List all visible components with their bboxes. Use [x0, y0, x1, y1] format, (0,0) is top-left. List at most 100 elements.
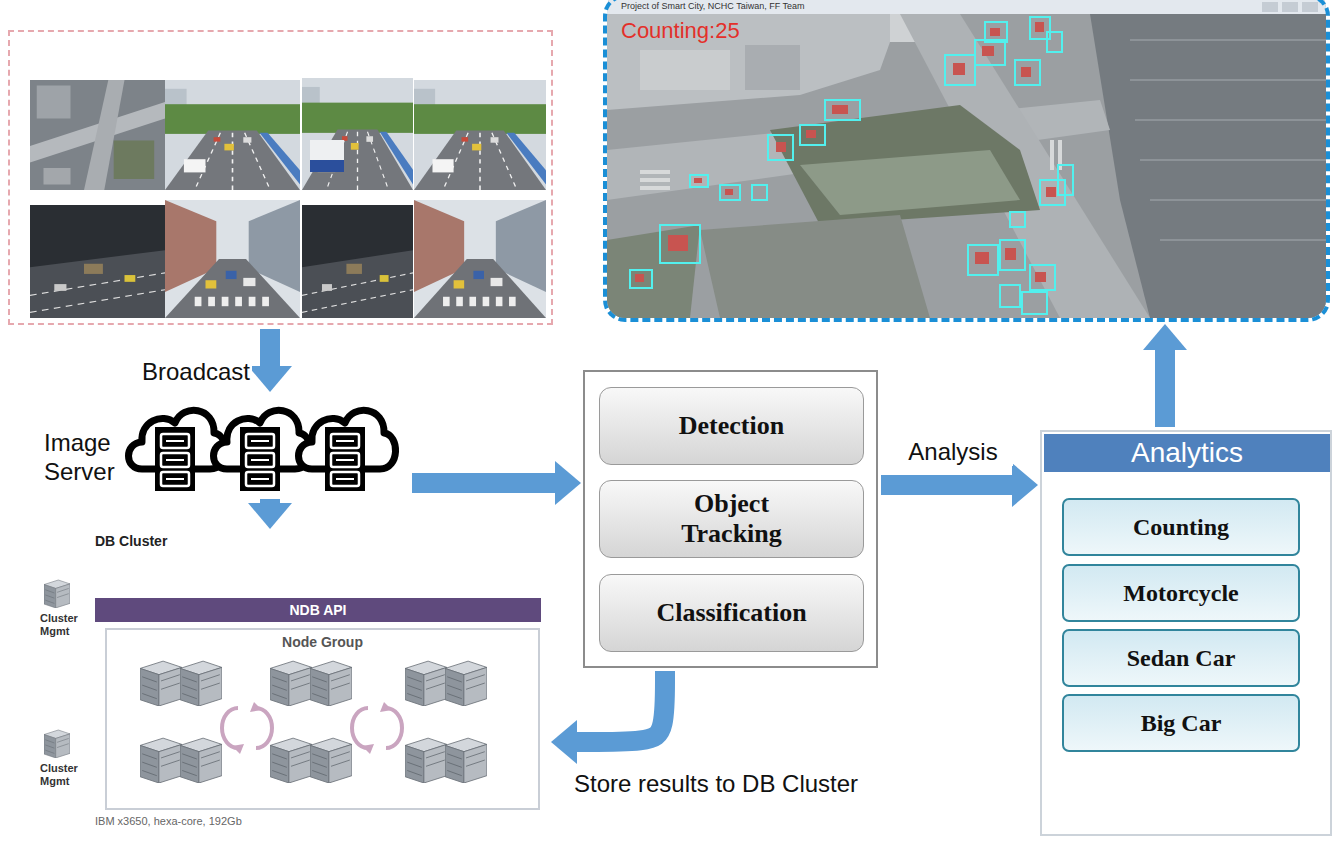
block-arrow: [881, 475, 1013, 495]
camera-thumbnails: [30, 78, 546, 318]
result-photo: [607, 0, 1326, 14]
db-servers: [140, 738, 182, 783]
db-servers: [445, 738, 487, 783]
block-arrow: [260, 329, 280, 367]
result-photo: [1130, 39, 1326, 41]
result-photo: [635, 274, 644, 282]
result-photo: [640, 140, 1062, 190]
cluster-title: DB Cluster: [95, 533, 167, 549]
result-photo: [975, 40, 1005, 65]
sync-arrows: [256, 708, 272, 748]
camera-thumbnails: [302, 205, 413, 318]
db-servers: [44, 730, 70, 758]
server-label: Image Server: [44, 429, 126, 487]
step-label: Detection: [679, 411, 784, 441]
db-servers: [270, 738, 312, 783]
result-photo: [1130, 79, 1326, 81]
block-arrow: [412, 473, 556, 493]
result-photo: [1000, 285, 1020, 307]
db-servers: [445, 661, 487, 706]
result-photo: [1046, 187, 1056, 197]
result-photo: [1040, 180, 1065, 205]
edge-label: Analysis: [893, 438, 1013, 466]
result-photo: [720, 185, 740, 200]
mgmt-label: Cluster Mgmt: [40, 762, 92, 787]
sync-arrowheads: [362, 744, 374, 754]
result-photo: [770, 105, 1040, 225]
window-title: Project of Smart City, NCHC Taiwan, FF T…: [621, 1, 805, 11]
result-screen: Project of Smart City, NCHC Taiwan, FF T…: [603, 0, 1330, 322]
sync-arrows: [222, 708, 238, 748]
cloud-servers: [299, 410, 396, 491]
result-photo: [1058, 165, 1073, 195]
result-photo: [1282, 2, 1298, 12]
metric-box: Motorcycle: [1062, 564, 1300, 622]
result-photo: [752, 185, 767, 200]
db-servers: [180, 738, 222, 783]
metric-box: Counting: [1062, 498, 1300, 556]
process-step: Object Tracking: [599, 480, 864, 558]
connectors: [270, 329, 1165, 742]
db-servers: [310, 738, 352, 783]
result-photo: [1030, 265, 1055, 290]
result-photo: [1135, 119, 1326, 121]
result-photo: [975, 252, 989, 264]
edge-label: Broadcast: [40, 358, 252, 386]
result-photo: [768, 135, 793, 160]
result-photo: [982, 46, 994, 56]
analytics-panel: AnalyticsCountingMotorcycleSedan CarBig …: [1040, 430, 1332, 836]
result-photo: [825, 100, 860, 120]
result-photo: [953, 63, 965, 75]
process-step: Detection: [599, 387, 864, 465]
db-cluster: DB ClusterCluster MgmtCluster MgmtIBM x3…: [40, 530, 548, 835]
result-photo: [1130, 40, 1326, 240]
camera-panel: [8, 30, 553, 325]
result-photo: [725, 189, 733, 195]
result-photo: [1010, 212, 1025, 227]
hardware-note: IBM x3650, hexa-core, 192Gb: [95, 815, 242, 827]
result-photo: [630, 270, 652, 288]
result-photo: [776, 142, 786, 152]
camera-thumbnails: [414, 80, 546, 190]
sync-arrowheads: [232, 702, 392, 754]
result-photo: [800, 125, 825, 145]
result-photo: [1047, 32, 1062, 52]
db-servers: [405, 738, 447, 783]
db-servers: [270, 661, 312, 706]
metric-label: Counting: [1133, 514, 1229, 541]
camera-thumbnails: [165, 80, 300, 190]
camera-thumbnails: [302, 78, 413, 190]
metric-box: Big Car: [1062, 694, 1300, 752]
api-bar: NDB API: [95, 598, 541, 622]
sync-arrowheads: [380, 702, 392, 712]
api-label: NDB API: [289, 602, 346, 618]
db-servers: [140, 661, 182, 706]
process-step: Classification: [599, 574, 864, 652]
result-photo: [694, 178, 702, 183]
db-servers: [310, 661, 352, 706]
sync-arrows: [352, 708, 368, 748]
mgmt-label: Cluster Mgmt: [40, 612, 92, 637]
step-label: Classification: [656, 598, 806, 628]
result-photo: [945, 55, 975, 85]
result-photo: [640, 178, 670, 182]
camera-thumbnails: [414, 200, 546, 318]
db-servers: [44, 580, 70, 608]
camera-thumbnails: [310, 160, 344, 172]
result-photo: [832, 105, 848, 114]
block-arrow: [260, 499, 280, 504]
panel-header: Analytics: [1044, 434, 1330, 472]
camera-thumbnails: [30, 205, 165, 318]
result-photo: [806, 130, 816, 138]
metric-label: Sedan Car: [1127, 645, 1236, 672]
result-photo: [1150, 199, 1326, 201]
sync-arrows: [386, 708, 402, 748]
db-servers: [180, 661, 222, 706]
result-photo: [745, 45, 800, 90]
sync-arrows: [222, 708, 402, 748]
result-photo: [635, 22, 1056, 282]
result-photo: [1090, 14, 1326, 318]
result-photo: [1262, 2, 1278, 12]
camera-thumbnails: [30, 80, 165, 190]
